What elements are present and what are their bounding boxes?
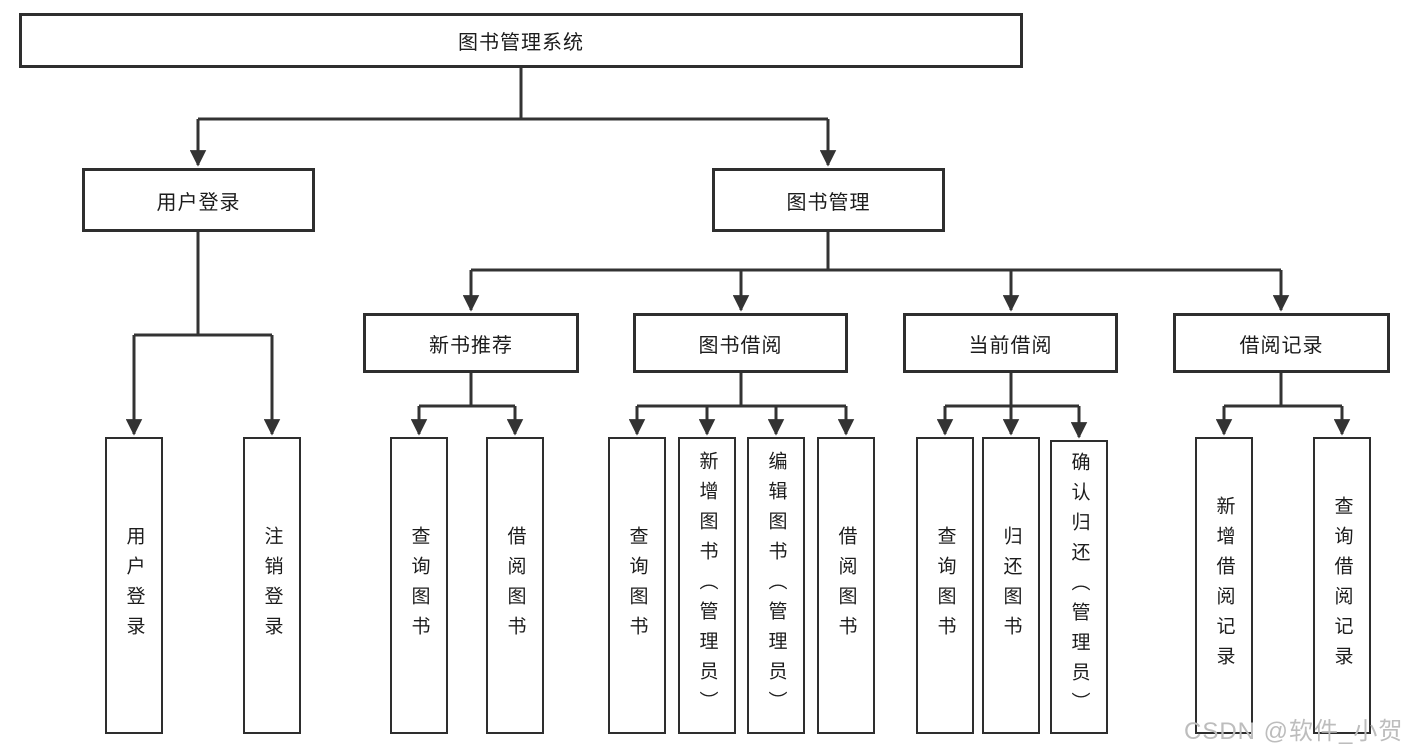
leaf-edit-book-admin: 编辑图书（管理员） xyxy=(747,437,805,734)
leaf-add-borrow-record: 新增借阅记录 xyxy=(1195,437,1253,734)
leaf-query-books-borrow: 查询图书 xyxy=(608,437,666,734)
leaf-query-borrow-record: 查询借阅记录 xyxy=(1313,437,1371,734)
leaf-logout: 注销登录 xyxy=(243,437,301,734)
csdn-watermark: CSDN @软件_小贺同学 xyxy=(1184,718,1405,745)
leaf-return-book: 归还图书 xyxy=(982,437,1040,734)
leaf-borrow-books-recommend: 借阅图书 xyxy=(486,437,544,734)
node-book-management: 图书管理 xyxy=(712,168,945,232)
node-library-management-system: 图书管理系统 xyxy=(19,13,1023,68)
leaf-query-books-recommend: 查询图书 xyxy=(390,437,448,734)
node-current-borrow: 当前借阅 xyxy=(903,313,1118,373)
leaf-borrow-books: 借阅图书 xyxy=(817,437,875,734)
leaf-confirm-return-admin: 确认归还（管理员） xyxy=(1050,440,1108,734)
node-user-login: 用户登录 xyxy=(82,168,315,232)
node-book-borrow: 图书借阅 xyxy=(633,313,848,373)
node-new-book-recommend: 新书推荐 xyxy=(363,313,579,373)
node-borrow-records: 借阅记录 xyxy=(1173,313,1390,373)
leaf-user-login: 用户登录 xyxy=(105,437,163,734)
leaf-add-book-admin: 新增图书（管理员） xyxy=(678,437,736,734)
leaf-query-books-current: 查询图书 xyxy=(916,437,974,734)
